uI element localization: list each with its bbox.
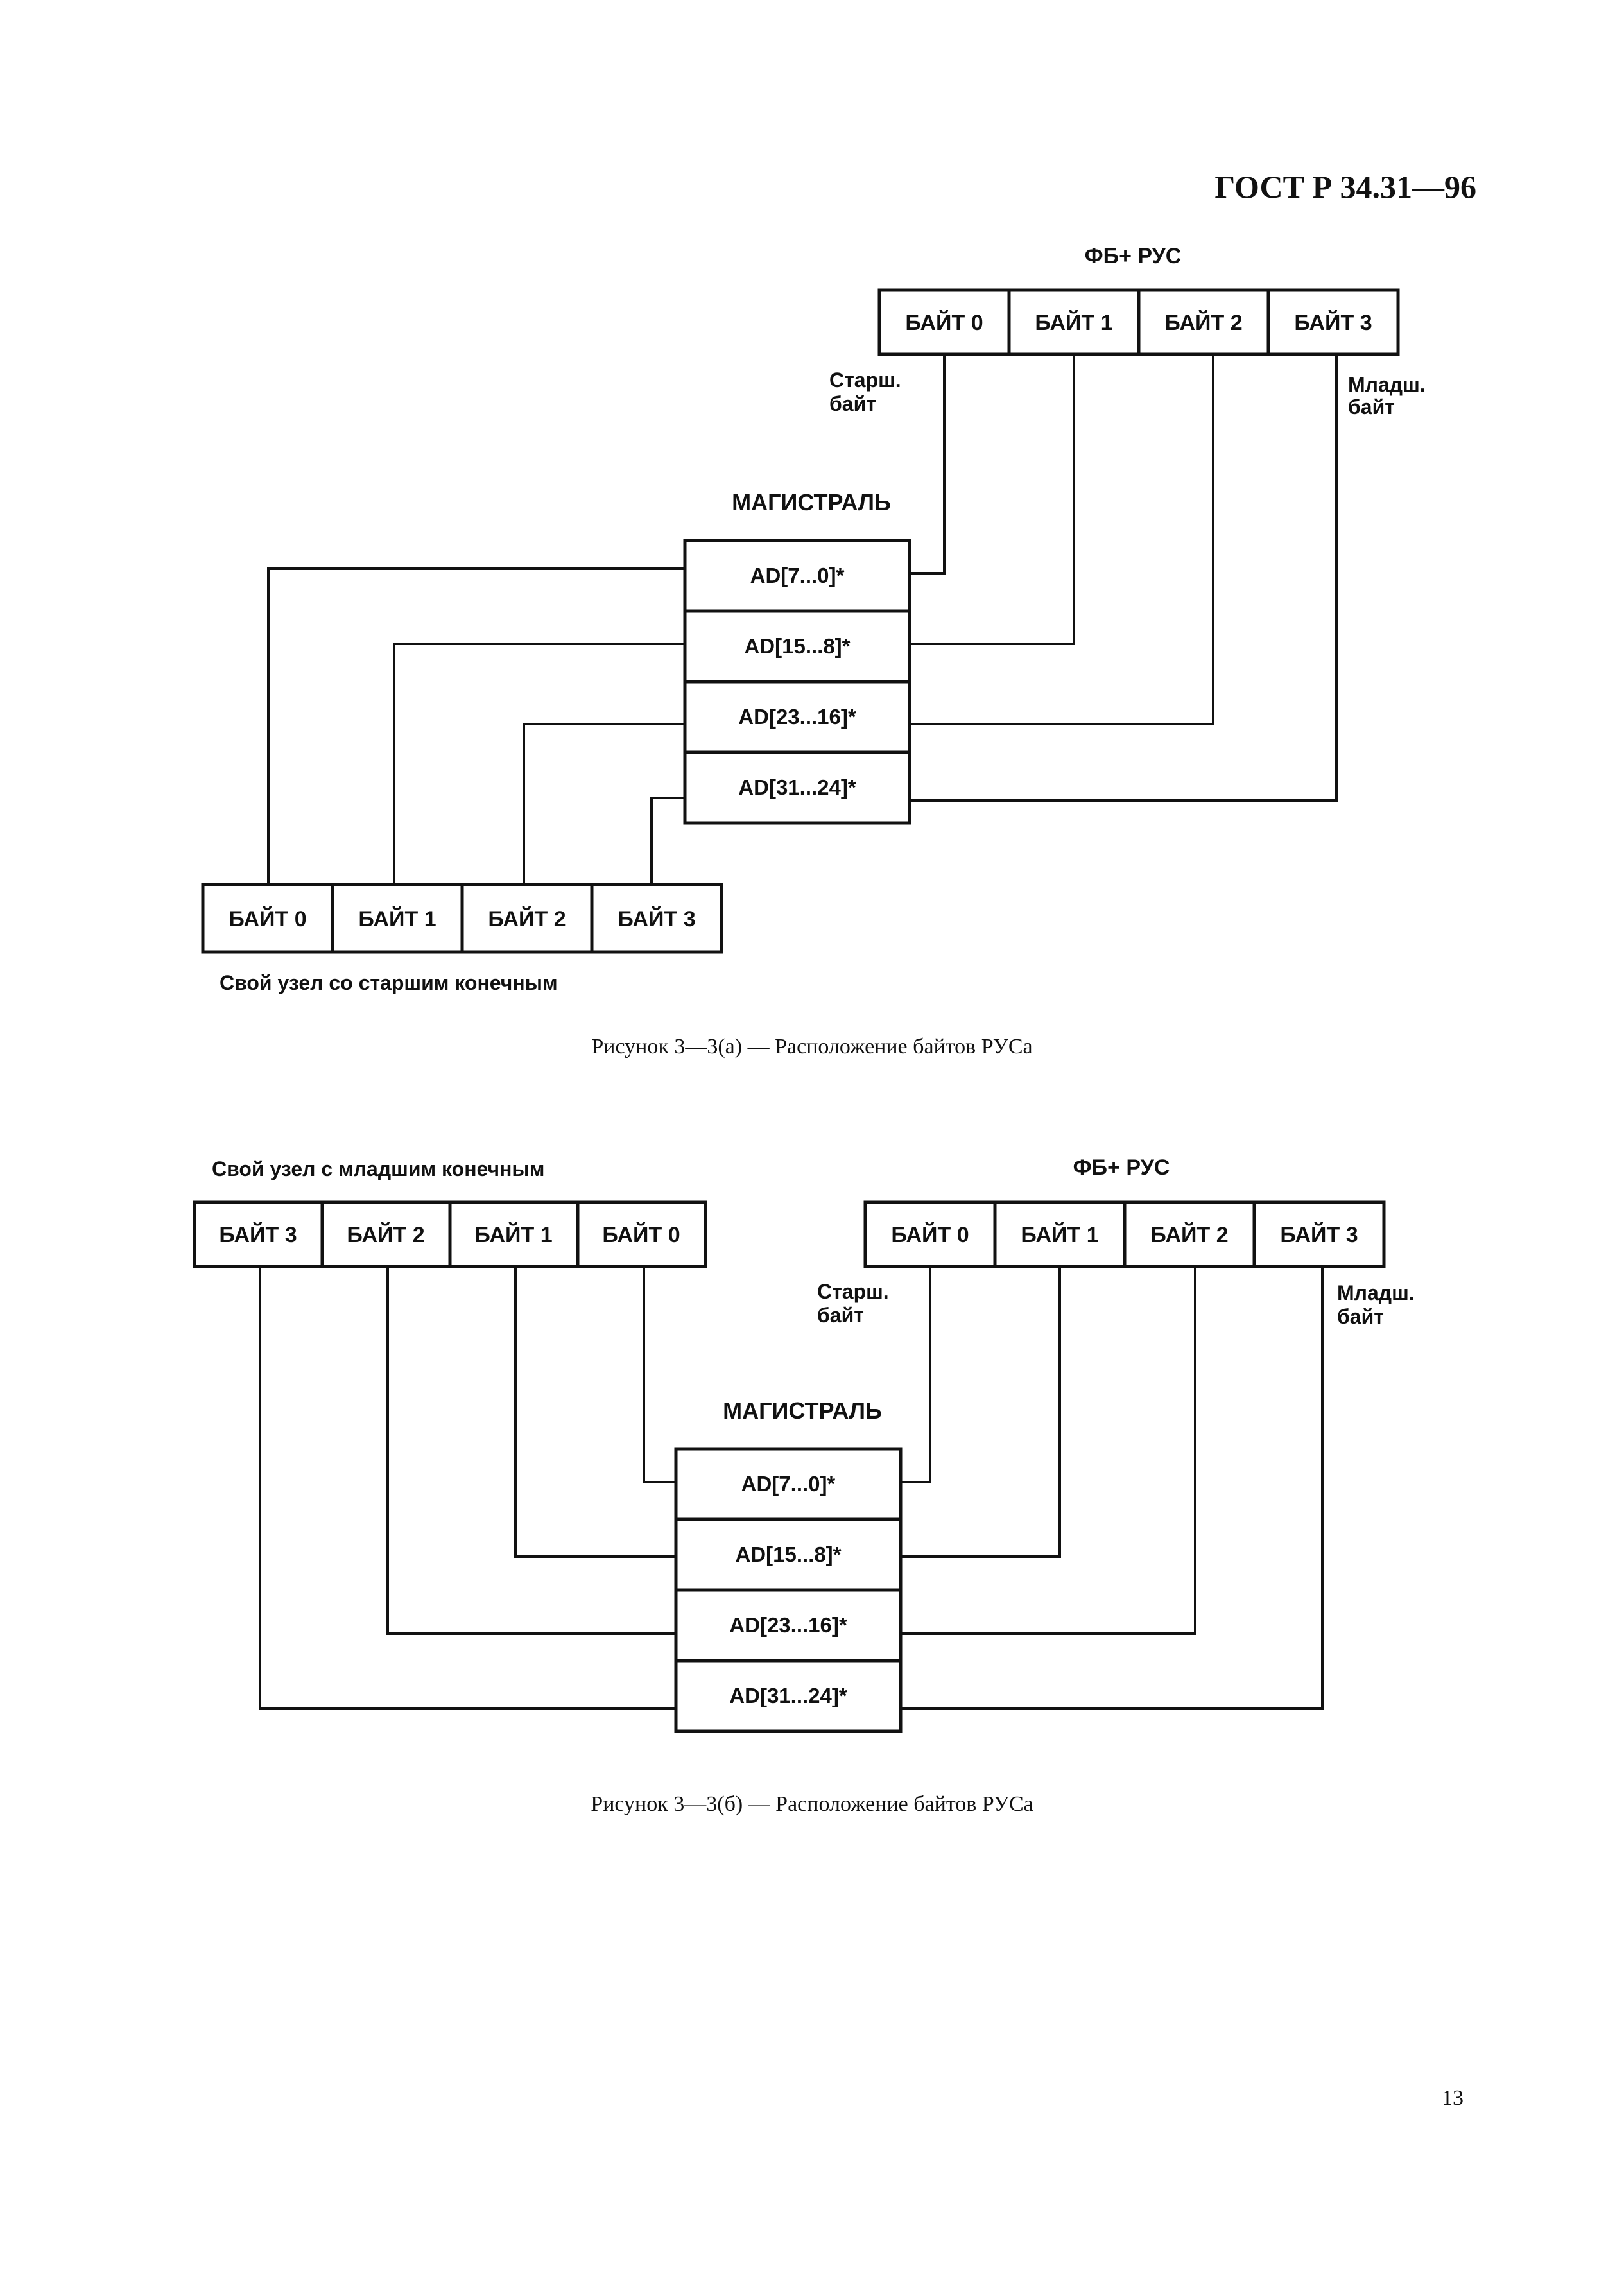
figure-a-wire-top-byte-0 bbox=[910, 354, 946, 575]
figure-a-top-byte-1-label: БАЙТ 1 bbox=[1035, 310, 1112, 335]
figure-b: Свой узел с младшим конечным ФБ+ РУС БАЙ… bbox=[193, 1155, 1415, 1733]
figure-b-bus-line-3 bbox=[674, 1659, 903, 1733]
figure-b-left-byte-3 bbox=[193, 1200, 324, 1268]
figure-a-lsb-label-line2: байт bbox=[1348, 395, 1395, 419]
figure-b-wire-right-byte-0 bbox=[901, 1266, 931, 1483]
figure-b-wire-left-byte-0 bbox=[643, 1266, 676, 1483]
figure-b-lsb-label-line2: байт bbox=[1337, 1305, 1384, 1328]
figure-a-bus-line-1-label: AD[15...8]* bbox=[744, 634, 850, 658]
figure-a-bus-line-0-label: AD[7...0]* bbox=[750, 564, 845, 587]
figure-a-lsb-label-line1: Младш. bbox=[1348, 373, 1426, 396]
figure-a-wire-top-byte-1 bbox=[910, 354, 1075, 645]
figure-a-bottom-byte-1 bbox=[331, 883, 464, 954]
figure-b-bus-line-0 bbox=[674, 1447, 903, 1521]
figure-a-bus-line-3-label: AD[31...24]* bbox=[738, 775, 856, 799]
figure-b-left-byte-0 bbox=[576, 1200, 707, 1268]
figure-b-right-byte-3-label: БАЙТ 3 bbox=[1280, 1222, 1358, 1247]
figure-a-node-label: Свой узел со старшим конечным bbox=[220, 971, 558, 994]
figure-a-bottom-byte-row: БАЙТ 0 БАЙТ 1 БАЙТ 2 БАЙТ 3 bbox=[201, 883, 723, 954]
figure-b-right-byte-2-label: БАЙТ 2 bbox=[1150, 1222, 1228, 1247]
figure-a-bottom-byte-0-label: БАЙТ 0 bbox=[229, 906, 306, 931]
figure-b-left-byte-0-label: БАЙТ 0 bbox=[602, 1222, 680, 1247]
figure-b-msb-label-line1: Старш. bbox=[817, 1280, 889, 1303]
figure-a-bottom-byte-3-label: БАЙТ 3 bbox=[618, 906, 695, 931]
figure-b-caption: Рисунок 3—3(б) — Расположение байтов РУС… bbox=[591, 1792, 1033, 1816]
figure-b-right-byte-0-label: БАЙТ 0 bbox=[891, 1222, 969, 1247]
standard-header: ГОСТ Р 34.31—96 bbox=[1214, 169, 1476, 205]
figure-a-top-byte-0 bbox=[877, 288, 1011, 356]
figure-b-wire-left-byte-1 bbox=[514, 1266, 676, 1558]
figure-b-bus-line-0-label: AD[7...0]* bbox=[741, 1472, 836, 1496]
figure-a-wire-top-byte-3 bbox=[910, 354, 1338, 802]
figure-b-right-byte-0 bbox=[863, 1200, 997, 1268]
figure-a-bus-line-2-label: AD[23...16]* bbox=[738, 705, 856, 729]
figure-b-left-byte-row: БАЙТ 3 БАЙТ 2 БАЙТ 1 БАЙТ 0 bbox=[193, 1200, 707, 1268]
figure-b-bus-block: AD[7...0]* AD[15...8]* AD[23...16]* AD[3… bbox=[674, 1447, 903, 1733]
figure-b-bus-line-2 bbox=[674, 1588, 903, 1663]
figure-a-msb-label-line2: байт bbox=[829, 392, 876, 415]
figure-b-left-byte-3-label: БАЙТ 3 bbox=[219, 1222, 297, 1247]
figure-a-bottom-byte-2-label: БАЙТ 2 bbox=[488, 906, 566, 931]
figure-a-wire-bottom-byte-2 bbox=[523, 723, 685, 885]
figure-b-right-byte-3 bbox=[1252, 1200, 1386, 1268]
page-number: 13 bbox=[1442, 2086, 1464, 2110]
figure-b-lsb-label-line1: Младш. bbox=[1337, 1281, 1415, 1304]
figure-a-bottom-byte-3 bbox=[590, 883, 723, 954]
figure-a-top-byte-row: БАЙТ 0 БАЙТ 1 БАЙТ 2 БАЙТ 3 bbox=[877, 288, 1400, 356]
figure-a-bottom-byte-2 bbox=[460, 883, 594, 954]
figure-b-left-title: Свой узел с младшим конечным bbox=[212, 1157, 544, 1180]
figure-b-right-byte-1 bbox=[993, 1200, 1127, 1268]
figure-b-wire-left-byte-3 bbox=[259, 1266, 676, 1710]
figure-b-bus-line-2-label: AD[23...16]* bbox=[729, 1613, 847, 1637]
figure-b-right-byte-2 bbox=[1123, 1200, 1256, 1268]
figure-a-wire-bottom-byte-0 bbox=[267, 567, 685, 885]
figure-b-msb-label-line2: байт bbox=[817, 1304, 864, 1327]
figure-b-bus-line-3-label: AD[31...24]* bbox=[729, 1684, 847, 1707]
figure-a-bus-line-2 bbox=[683, 680, 911, 754]
figure-a-caption: Рисунок 3—3(а) — Расположение байтов РУС… bbox=[591, 1035, 1033, 1059]
figure-a-top-byte-3-label: БАЙТ 3 bbox=[1294, 310, 1372, 335]
figure-a-msb-label-line1: Старш. bbox=[829, 368, 901, 392]
figure-a-bottom-byte-1-label: БАЙТ 1 bbox=[358, 906, 436, 931]
figure-b-right-title: ФБ+ РУС bbox=[1073, 1155, 1170, 1180]
figure-b-left-byte-1-label: БАЙТ 1 bbox=[474, 1222, 552, 1247]
figure-a-top-byte-2-label: БАЙТ 2 bbox=[1164, 310, 1242, 335]
figure-a-top-title: ФБ+ РУС bbox=[1085, 244, 1182, 268]
figure-a-wire-bottom-byte-1 bbox=[393, 643, 685, 885]
figure-b-left-byte-1 bbox=[448, 1200, 580, 1268]
figure-a-top-byte-0-label: БАЙТ 0 bbox=[905, 310, 983, 335]
figure-b-left-byte-2 bbox=[320, 1200, 452, 1268]
figure-a-wire-bottom-byte-3 bbox=[650, 797, 685, 885]
figure-b-wire-right-byte-3 bbox=[901, 1266, 1324, 1710]
figure-a-wire-top-byte-2 bbox=[910, 354, 1214, 725]
figure-b-bus-title: МАГИСТРАЛЬ bbox=[723, 1397, 882, 1424]
figure-b-wire-left-byte-2 bbox=[386, 1266, 676, 1635]
figure-b-left-byte-2-label: БАЙТ 2 bbox=[347, 1222, 424, 1247]
figure-a-bus-block: AD[7...0]* AD[15...8]* AD[23...16]* AD[3… bbox=[683, 539, 911, 825]
figure-b-wire-right-byte-2 bbox=[901, 1266, 1196, 1635]
figure-a-bus-title: МАГИСТРАЛЬ bbox=[732, 489, 891, 515]
figure-a-bus-line-3 bbox=[683, 750, 911, 825]
figure-b-right-byte-row: БАЙТ 0 БАЙТ 1 БАЙТ 2 БАЙТ 3 bbox=[863, 1200, 1386, 1268]
figure-a-top-byte-3 bbox=[1266, 288, 1400, 356]
figure-b-wire-right-byte-1 bbox=[901, 1266, 1061, 1558]
figure-b-bus-line-1-label: AD[15...8]* bbox=[735, 1543, 841, 1566]
figure-a: ФБ+ РУС БАЙТ 0 БАЙТ 1 БАЙТ 2 БАЙТ 3 Стар… bbox=[201, 244, 1426, 994]
figure-a-top-byte-2 bbox=[1137, 288, 1270, 356]
figure-a-top-byte-1 bbox=[1007, 288, 1141, 356]
figure-b-right-byte-1-label: БАЙТ 1 bbox=[1021, 1222, 1098, 1247]
